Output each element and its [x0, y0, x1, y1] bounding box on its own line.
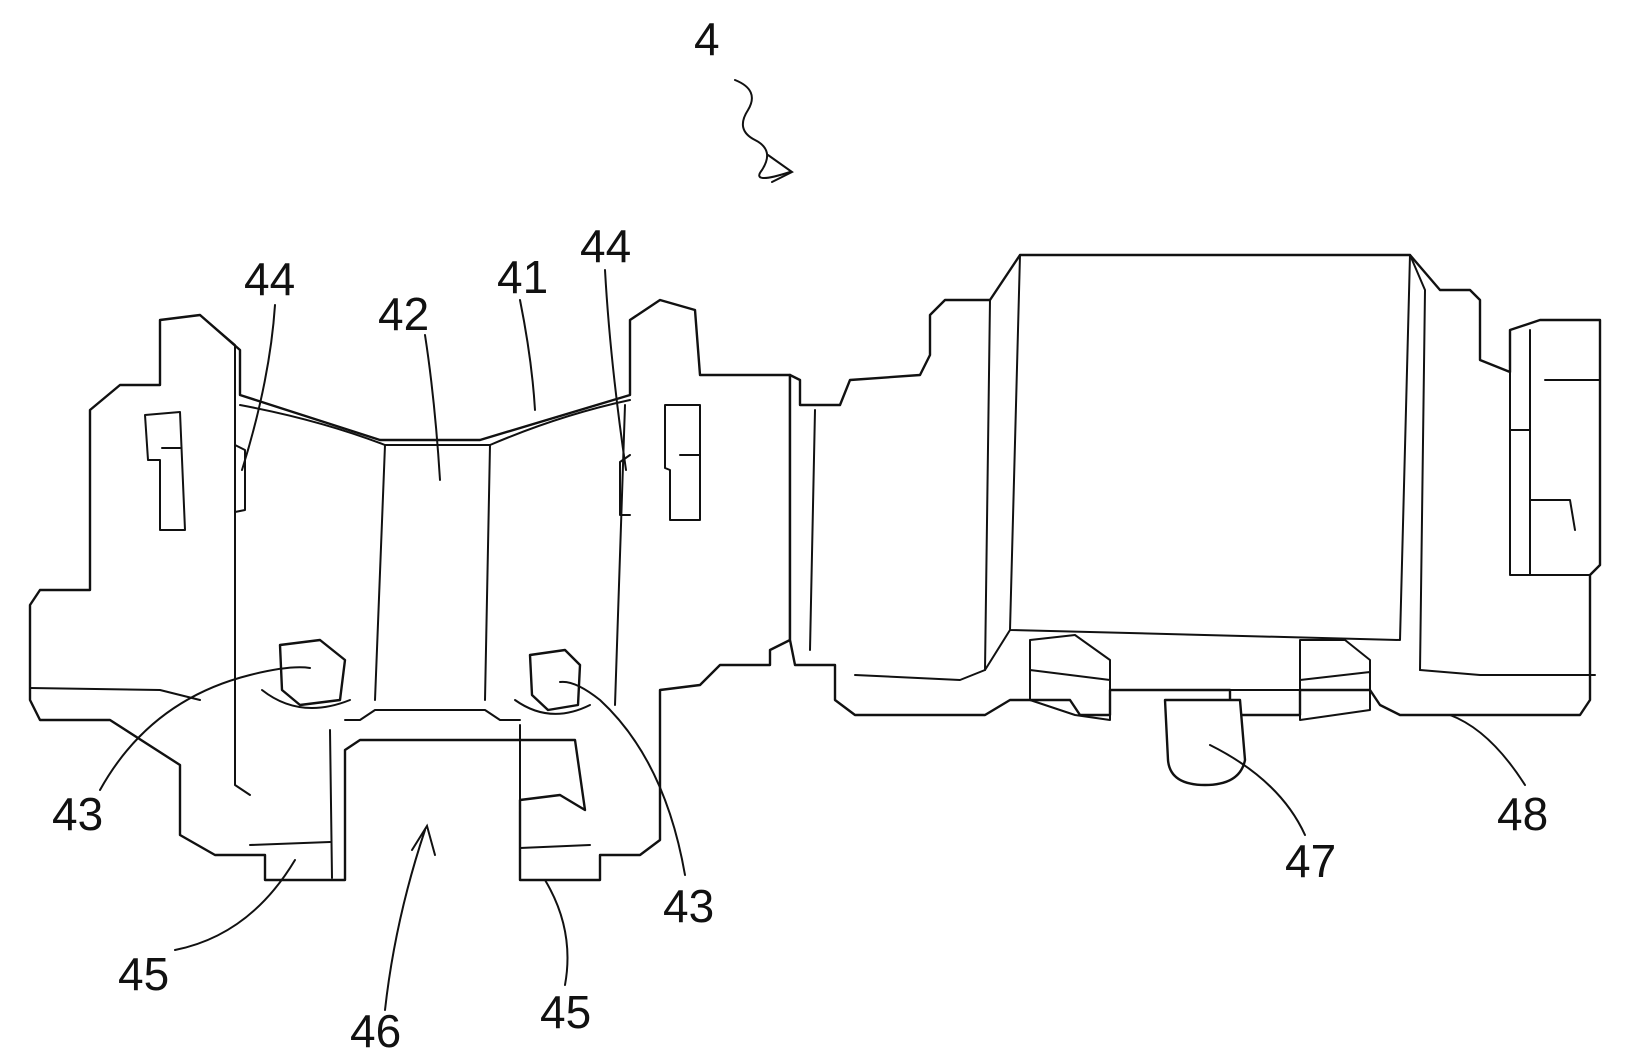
label-45-left: 45	[118, 948, 169, 1000]
arrowhead-46	[412, 826, 435, 855]
left-body-outline	[30, 300, 790, 880]
label-42: 42	[378, 288, 429, 340]
center-neck	[790, 255, 1600, 785]
label-48: 48	[1497, 788, 1548, 840]
label-4: 4	[694, 13, 720, 65]
label-47: 47	[1285, 835, 1336, 887]
leader-45-right	[545, 880, 568, 985]
leader-4	[735, 80, 790, 178]
label-41: 41	[497, 251, 548, 303]
label-45-right: 45	[540, 986, 591, 1038]
label-43-right: 43	[663, 880, 714, 932]
leader-46	[385, 830, 425, 1010]
left-bracket	[30, 300, 790, 880]
leader-41	[520, 300, 535, 410]
label-46: 46	[350, 1005, 401, 1057]
pin-47	[1165, 700, 1245, 785]
label-44-left: 44	[244, 253, 295, 305]
leader-48	[1450, 715, 1525, 785]
neck-outline	[790, 255, 1600, 715]
right-post-43	[530, 650, 580, 710]
label-43-left: 43	[52, 788, 103, 840]
label-44-right: 44	[580, 220, 631, 272]
